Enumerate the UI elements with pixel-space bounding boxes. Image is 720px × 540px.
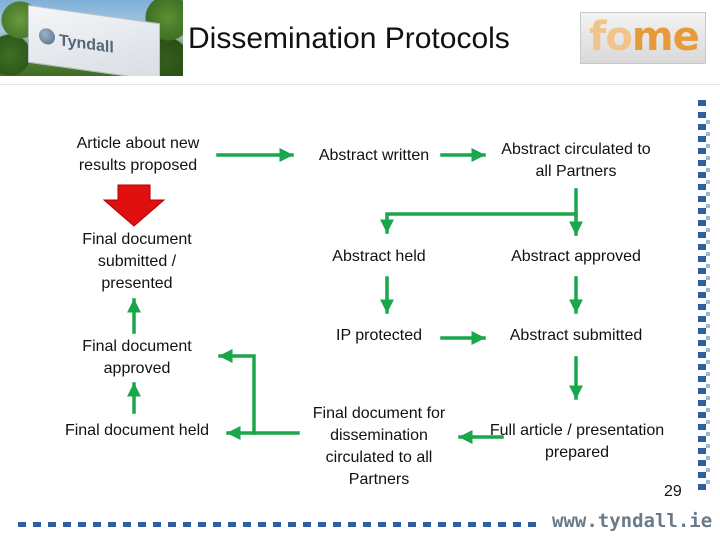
arrow-final-held-to-approved-elbow (220, 356, 254, 433)
arrow-circulated-to-held (387, 190, 576, 232)
footer-url: www.tyndall.ie (552, 510, 712, 532)
red-down-arrow (104, 185, 164, 226)
node-abstract-submitted: Abstract submitted (494, 325, 658, 347)
node-final-circulated: Final document for dissemination circula… (300, 403, 458, 491)
page-number: 29 (664, 483, 682, 501)
node-abstract-held: Abstract held (310, 246, 448, 268)
node-final-approved: Final document approved (64, 336, 210, 380)
node-ip-protected: IP protected (310, 325, 448, 347)
node-final-submitted: Final document submitted / presented (64, 229, 210, 295)
node-final-held: Final document held (64, 420, 210, 442)
node-abstract-approved: Abstract approved (494, 246, 658, 268)
node-abstract-circulated: Abstract circulated to all Partners (494, 139, 658, 183)
bottom-dotted-line (18, 522, 538, 527)
node-full-article-prepared: Full article / presentation prepared (486, 420, 668, 464)
node-abstract-written: Abstract written (300, 145, 448, 167)
node-article-proposed: Article about new results proposed (60, 133, 216, 177)
